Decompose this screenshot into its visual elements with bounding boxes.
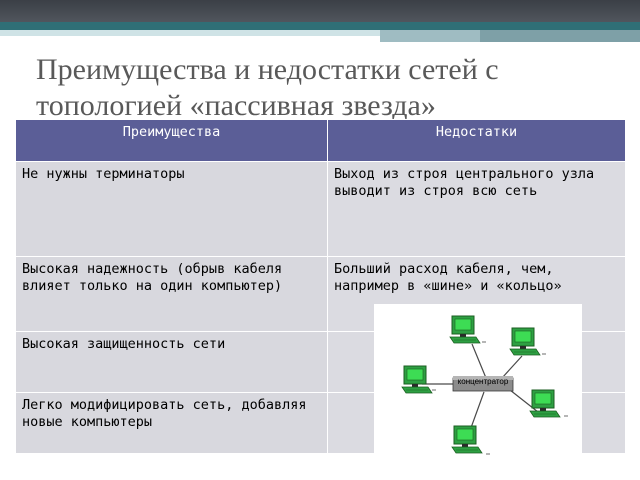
slide-title: Преимущества и недостатки сетей с тополо… bbox=[36, 53, 499, 122]
header-disadvantages: Недостатки bbox=[327, 119, 626, 162]
computer-icon bbox=[529, 389, 561, 418]
table-row: Не нужны терминаторы Выход из строя цент… bbox=[15, 161, 626, 257]
header-advantages: Преимущества bbox=[15, 119, 328, 162]
top-band-block bbox=[480, 30, 640, 42]
table-cell: Легко модифицировать сеть, добавляя новы… bbox=[15, 392, 328, 454]
table-cell: Высокая надежность (обрыв кабеля влияет … bbox=[15, 256, 328, 332]
table-header-row: Преимущества Недостатки bbox=[15, 119, 626, 162]
computer-icon bbox=[449, 315, 481, 344]
top-band-teal bbox=[0, 22, 640, 30]
top-band-block bbox=[380, 30, 480, 42]
top-band-light bbox=[0, 30, 640, 36]
table-cell: Высокая защищенность сети bbox=[15, 331, 328, 393]
table-cell: Не нужны терминаторы bbox=[15, 161, 328, 257]
computer-icon bbox=[451, 425, 483, 454]
computer-icon bbox=[401, 365, 433, 394]
star-topology-diagram: концентратор bbox=[374, 304, 582, 462]
hub-label: концентратор bbox=[458, 377, 509, 386]
hub-icon: концентратор bbox=[452, 376, 514, 392]
computer-icon bbox=[509, 327, 541, 356]
top-band-dark bbox=[0, 0, 640, 22]
table-cell: Выход из строя центрального узла выводит… bbox=[327, 161, 626, 257]
